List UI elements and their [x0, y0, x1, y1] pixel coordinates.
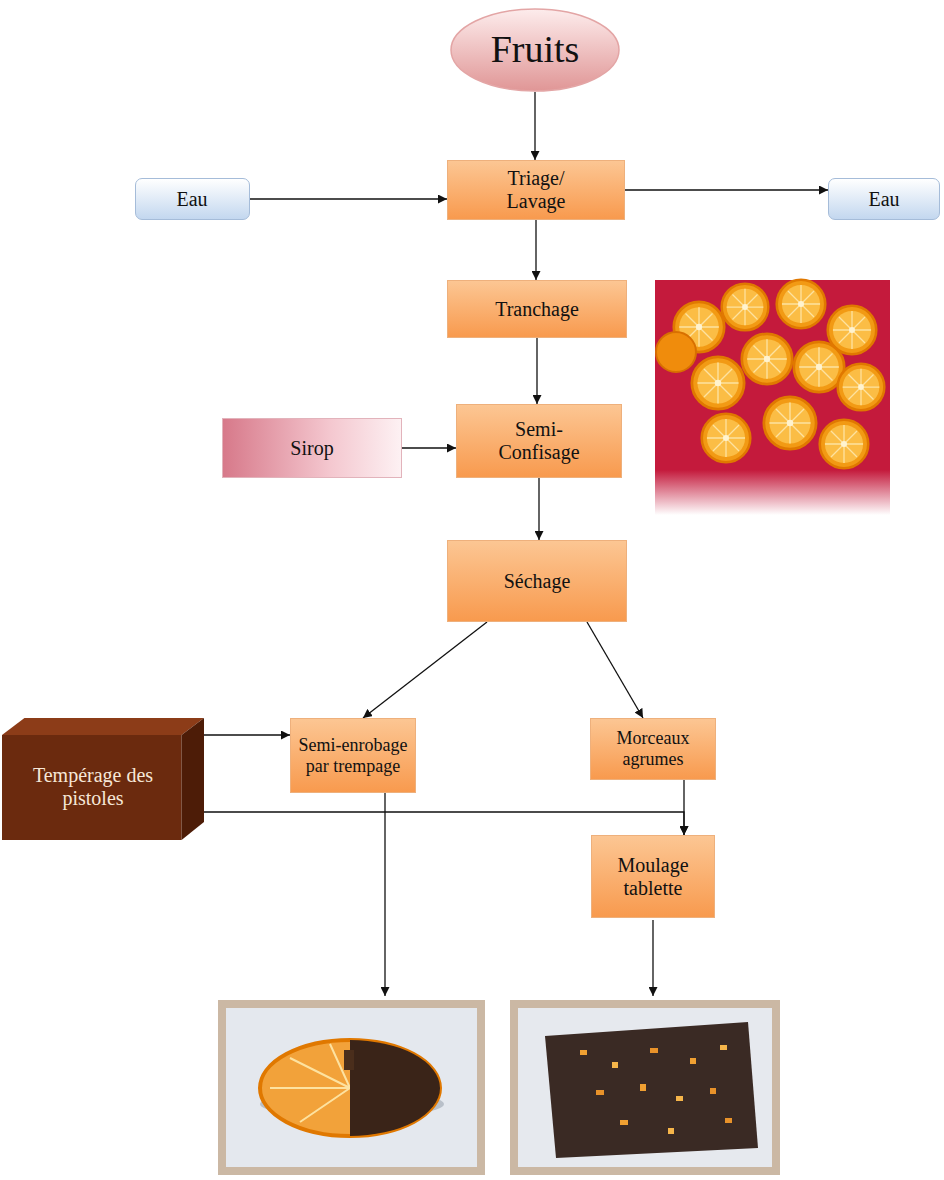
flow-arrow: [250, 198, 448, 199]
orange-photo-part: [702, 414, 751, 463]
flow-arrow: [363, 622, 487, 718]
orange-photo-part: [777, 280, 826, 329]
text-group: Séchage: [504, 570, 571, 593]
text-group: Semi-enrobage par trempage: [298, 735, 408, 776]
box-label: Semi- Confisage: [489, 418, 589, 464]
text-group: Sirop: [290, 437, 333, 460]
text-group: Fruits: [491, 28, 580, 72]
box-label: Morceaux agrumes: [598, 728, 708, 769]
box-label: Eau: [176, 188, 207, 211]
dipped-slice-photo-part: [350, 1040, 440, 1136]
flow-arrow: [538, 478, 539, 540]
dipped-slice-photo-part: [222, 1004, 481, 1171]
orange-photo-part: [742, 334, 792, 384]
box-label: Tempérage des pistoles: [10, 764, 176, 810]
orange-photo-part: [656, 332, 696, 372]
dipped-slice-photo-part: [270, 1044, 350, 1122]
tablet-photo-part: [580, 1050, 587, 1055]
text-group: Moulage tablette: [608, 854, 698, 900]
process-box: Semi-enrobage par trempage: [290, 718, 416, 793]
box-label: Séchage: [504, 570, 571, 593]
tablet-photo-part: [725, 1118, 732, 1123]
tablet-photo-part: [596, 1090, 604, 1095]
orange-photo-part: [692, 357, 744, 409]
input-block: Tempérage des pistoles: [2, 718, 204, 840]
dipped-slice-photo: [222, 1004, 481, 1171]
result-arrow-part: [384, 781, 385, 996]
input-box: Sirop: [222, 418, 402, 478]
flow-arrow: [204, 734, 290, 735]
tablet-photo-part: [690, 1058, 696, 1064]
orange-photo-part: [820, 420, 869, 469]
text-group: Semi- Confisage: [489, 418, 589, 464]
orange-photo-part: [655, 470, 890, 515]
process-box: Triage/ Lavage: [447, 160, 625, 220]
text-group: Eau: [868, 188, 899, 211]
process-box: Moulage tablette: [591, 835, 715, 918]
process-box: Séchage: [447, 540, 627, 622]
input-box: Eau: [135, 178, 250, 220]
box-label: Tranchage: [495, 298, 579, 321]
text-group: Tranchage: [495, 298, 579, 321]
output-box: Eau: [828, 178, 940, 220]
tablet-photo-part: [545, 1022, 758, 1158]
process-box: Semi- Confisage: [456, 404, 622, 478]
result-arrow-part: [652, 920, 653, 996]
text-group: Triage/ Lavage: [496, 167, 576, 213]
tablet-photo: [514, 1004, 776, 1171]
block-front: [2, 735, 182, 840]
flow-arrow: [402, 447, 456, 448]
text-group: Morceaux agrumes: [598, 728, 708, 769]
tablet-photo-part: [514, 1004, 776, 1171]
tablet-photo-part: [620, 1120, 628, 1125]
box-label: Semi-enrobage par trempage: [298, 735, 408, 776]
ellipse-outline: [451, 9, 619, 91]
flow-arrow: [534, 92, 535, 160]
box-label: Sirop: [290, 437, 333, 460]
orange-photo-part: [764, 397, 816, 449]
start-ellipse: Fruits: [450, 8, 620, 92]
text-group: Eau: [176, 188, 207, 211]
tablet-photo-part: [640, 1084, 646, 1091]
orange-photo: [655, 280, 890, 515]
orange-photo-part: [838, 364, 885, 411]
process-box: Tranchage: [447, 280, 627, 338]
flow-arrow: [587, 622, 643, 718]
process-box: Morceaux agrumes: [590, 718, 716, 780]
orange-photo-part: [722, 284, 769, 331]
flow-arrow: [625, 189, 828, 190]
tablet-photo-part: [668, 1128, 674, 1134]
flow-arrow: [535, 220, 536, 280]
flow-arrow: [683, 780, 684, 835]
tablet-photo-part: [720, 1045, 727, 1050]
box-label: Moulage tablette: [608, 854, 698, 900]
block-top: [2, 718, 204, 735]
box-label: Fruits: [491, 28, 580, 72]
flow-arrow: [536, 338, 537, 404]
orange-photo-part: [655, 280, 890, 472]
tablet-photo-part: [612, 1062, 618, 1068]
tablet-photo-part: [710, 1088, 716, 1094]
box-label: Triage/ Lavage: [496, 167, 576, 213]
tablet-photo-part: [650, 1048, 658, 1053]
dipped-slice-photo-part: [260, 1040, 440, 1136]
text-group: Tempérage des pistoles: [10, 764, 176, 810]
flow-arrow: [204, 812, 684, 835]
tablet-photo-part: [676, 1096, 683, 1101]
block-side: [182, 718, 204, 840]
box-label: Eau: [868, 188, 899, 211]
dipped-slice-photo-part: [344, 1050, 354, 1070]
